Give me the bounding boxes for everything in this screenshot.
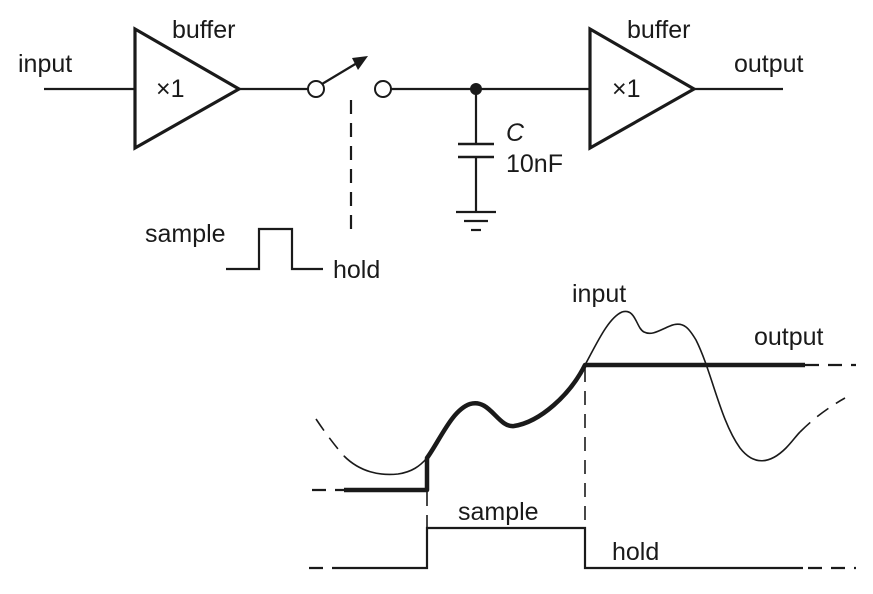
circuit-output-label: output [734, 50, 804, 78]
waveform-input-label: input [572, 280, 626, 308]
buffer-2-gain: ×1 [612, 75, 641, 103]
switch-terminal-right [374, 80, 392, 98]
buffer-2-triangle [588, 26, 698, 151]
capacitor-value: 10nF [506, 150, 563, 178]
control-pulse: sample hold [145, 220, 380, 284]
buffer-1-label: buffer [172, 16, 235, 44]
input-signal-lead-in [315, 418, 345, 457]
buffer-1: ×1 buffer [133, 16, 243, 151]
input-signal-post [584, 310, 801, 462]
control-hold-label: hold [333, 256, 380, 284]
switch-terminal-left [307, 80, 325, 98]
waveform-sample-label: sample [458, 498, 539, 526]
waveform-hold-label: hold [612, 538, 659, 566]
waveform-plot: input output sample hold [309, 280, 856, 570]
output-signal [344, 362, 805, 493]
buffer-2-label: buffer [627, 16, 690, 44]
buffer-2: ×1 buffer [588, 16, 698, 151]
circuit-input-label: input [18, 50, 72, 78]
control-sample-label: sample [145, 220, 226, 248]
input-signal-lead-out [799, 397, 846, 433]
circuit-schematic: input ×1 buffer C 10nF [18, 16, 804, 284]
buffer-1-gain: ×1 [156, 75, 185, 103]
control-waveform [340, 526, 803, 570]
capacitor-symbol: C [506, 119, 525, 147]
switch-arrowhead-icon [352, 56, 368, 70]
switch-arm [321, 62, 358, 85]
input-signal-pre [343, 455, 428, 476]
buffer-1-triangle [133, 26, 243, 151]
capacitor: C 10nF [458, 89, 563, 212]
control-pulse-shape [226, 227, 323, 271]
switch [307, 56, 392, 232]
waveform-output-label: output [754, 323, 824, 351]
ground-icon [456, 210, 496, 232]
